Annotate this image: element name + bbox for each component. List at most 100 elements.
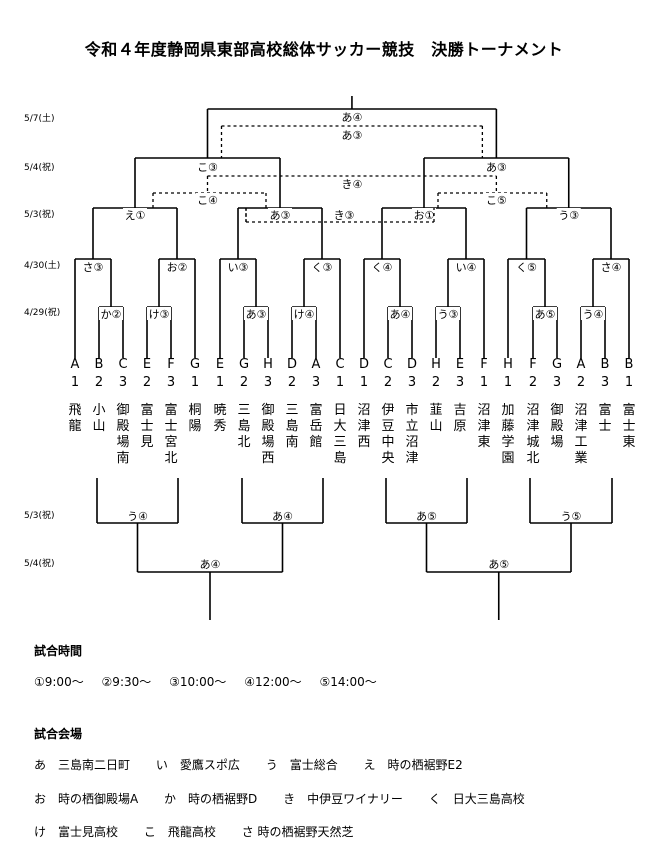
team-group-number: 2 bbox=[432, 375, 440, 390]
team-name-char: 富 bbox=[164, 402, 177, 418]
team-name-char: 殿 bbox=[261, 419, 274, 434]
round-date-label: 5/7(土) bbox=[24, 112, 55, 124]
match-label-bg bbox=[123, 208, 147, 221]
match-label: あ④ bbox=[342, 111, 363, 124]
match-label-bg bbox=[270, 509, 295, 522]
team-name-char: 東 bbox=[622, 434, 635, 450]
team-name-char: 沼 bbox=[574, 403, 587, 418]
match-label-bg bbox=[484, 193, 509, 206]
team-group-number: 1 bbox=[480, 375, 488, 390]
match-label: あ⑤ bbox=[488, 558, 509, 571]
team-name-char: 学 bbox=[501, 434, 514, 450]
round-date-label: 4/30(土) bbox=[24, 259, 60, 271]
match-label-bg bbox=[388, 307, 412, 320]
match-label-bg bbox=[454, 260, 478, 273]
time-item: ④12:00～ bbox=[244, 675, 302, 689]
team-name-char: 陽 bbox=[188, 419, 201, 434]
team-name-char: 業 bbox=[574, 450, 587, 466]
match-label: き③ bbox=[334, 209, 355, 222]
match-label-bg bbox=[486, 557, 511, 570]
match-label: う④ bbox=[583, 308, 604, 321]
match-label-bg bbox=[370, 260, 394, 273]
time-item: ①9:00～ bbox=[34, 675, 84, 689]
time-item: ⑤14:00～ bbox=[319, 675, 377, 689]
team-group-letter: A bbox=[71, 357, 80, 372]
team-group-letter: G bbox=[239, 357, 249, 372]
team-group-number: 3 bbox=[456, 375, 464, 390]
team-name-char: 津 bbox=[574, 419, 587, 434]
team-name-char: 南 bbox=[116, 450, 129, 466]
team-group-letter: H bbox=[263, 357, 273, 372]
team-name-char: 市 bbox=[405, 402, 418, 418]
team-group-letter: F bbox=[480, 357, 487, 372]
match-label-bg bbox=[514, 260, 539, 273]
team-group-letter: A bbox=[312, 357, 321, 372]
team-group-number: 3 bbox=[601, 375, 609, 390]
team-name-char: 富 bbox=[622, 402, 635, 418]
match-label: う④ bbox=[127, 510, 148, 523]
team-group-letter: A bbox=[577, 357, 586, 372]
team-group-number: 3 bbox=[408, 375, 416, 390]
team-name-char: 龍 bbox=[68, 418, 81, 434]
match-label-bg bbox=[268, 208, 292, 221]
team-group-letter: B bbox=[625, 357, 634, 372]
match-label: き④ bbox=[342, 178, 363, 191]
venue-item: い 愛鷹スポ広 bbox=[155, 758, 240, 772]
team-group-number: 3 bbox=[264, 375, 272, 390]
team-group-number: 1 bbox=[216, 375, 224, 390]
match-label-bg bbox=[412, 208, 436, 221]
time-item: ③10:00～ bbox=[169, 675, 227, 689]
match-label: あ③ bbox=[246, 308, 267, 321]
venue-item: あ 三島南二日町 bbox=[34, 758, 131, 772]
team-name-char: 桐 bbox=[188, 403, 201, 418]
match-label: お② bbox=[167, 261, 188, 274]
match-label-bg bbox=[226, 260, 250, 273]
team-group-number: 2 bbox=[577, 375, 585, 390]
match-label: う③ bbox=[438, 308, 459, 321]
team-name-char: 沼 bbox=[357, 403, 370, 418]
match-label: あ④ bbox=[390, 308, 411, 321]
team-name-char: 富 bbox=[140, 402, 153, 418]
match-label: さ③ bbox=[83, 261, 104, 274]
round-date-label: 5/4(祝) bbox=[24, 161, 55, 173]
team-name-char: 小 bbox=[92, 403, 105, 418]
match-label: こ④ bbox=[197, 194, 218, 207]
team-group-letter: B bbox=[95, 357, 104, 372]
team-name-char: 豆 bbox=[381, 419, 394, 434]
match-label: こ③ bbox=[197, 161, 218, 174]
team-group-number: 2 bbox=[143, 375, 151, 390]
match-label-bg bbox=[165, 260, 189, 273]
match-label: う③ bbox=[558, 209, 579, 222]
team-name-char: 津 bbox=[477, 419, 490, 434]
team-group-number: 1 bbox=[336, 375, 344, 390]
team-name-char: 津 bbox=[405, 451, 418, 466]
match-label: け④ bbox=[294, 308, 315, 321]
match-label: あ③ bbox=[342, 129, 363, 142]
venue-item: さ 時の栖裾野天然芝 bbox=[241, 825, 354, 839]
team-name-char: 富 bbox=[598, 402, 611, 418]
team-name-char: 中 bbox=[381, 435, 394, 450]
team-group-number: 2 bbox=[95, 375, 103, 390]
team-group-number: 3 bbox=[553, 375, 561, 390]
match-label-bg bbox=[556, 208, 581, 221]
venue-item: く 日大三島高校 bbox=[428, 792, 525, 806]
match-label: こ⑤ bbox=[486, 194, 507, 207]
times-list: ①9:00～ ②9:30～ ③10:00～ ④12:00～ ⑤14:00～ bbox=[34, 673, 391, 690]
team-name-char: 三 bbox=[237, 403, 250, 418]
match-label-bg bbox=[332, 208, 356, 221]
team-name-char: 場 bbox=[550, 435, 563, 450]
match-label-bg bbox=[581, 307, 605, 320]
match-label-bg bbox=[81, 260, 105, 273]
team-name-char: 南 bbox=[285, 434, 298, 450]
team-name-char: 津 bbox=[357, 419, 370, 434]
team-name-char: 富 bbox=[309, 402, 322, 418]
venue-item: か 時の栖裾野D bbox=[164, 792, 258, 806]
team-name-char: 島 bbox=[237, 419, 250, 434]
match-label-bg bbox=[339, 128, 364, 141]
match-label: あ③ bbox=[270, 209, 291, 222]
team-name-char: 士 bbox=[622, 419, 635, 434]
venue-row: け 富士見高校 こ 飛龍高校 さ 時の栖裾野天然芝 bbox=[34, 823, 376, 840]
page-title: 令和４年度静岡県東部高校総体サッカー競技 決勝トーナメント bbox=[84, 40, 564, 59]
match-label-bg bbox=[310, 260, 334, 273]
team-name-char: 宮 bbox=[164, 434, 177, 450]
